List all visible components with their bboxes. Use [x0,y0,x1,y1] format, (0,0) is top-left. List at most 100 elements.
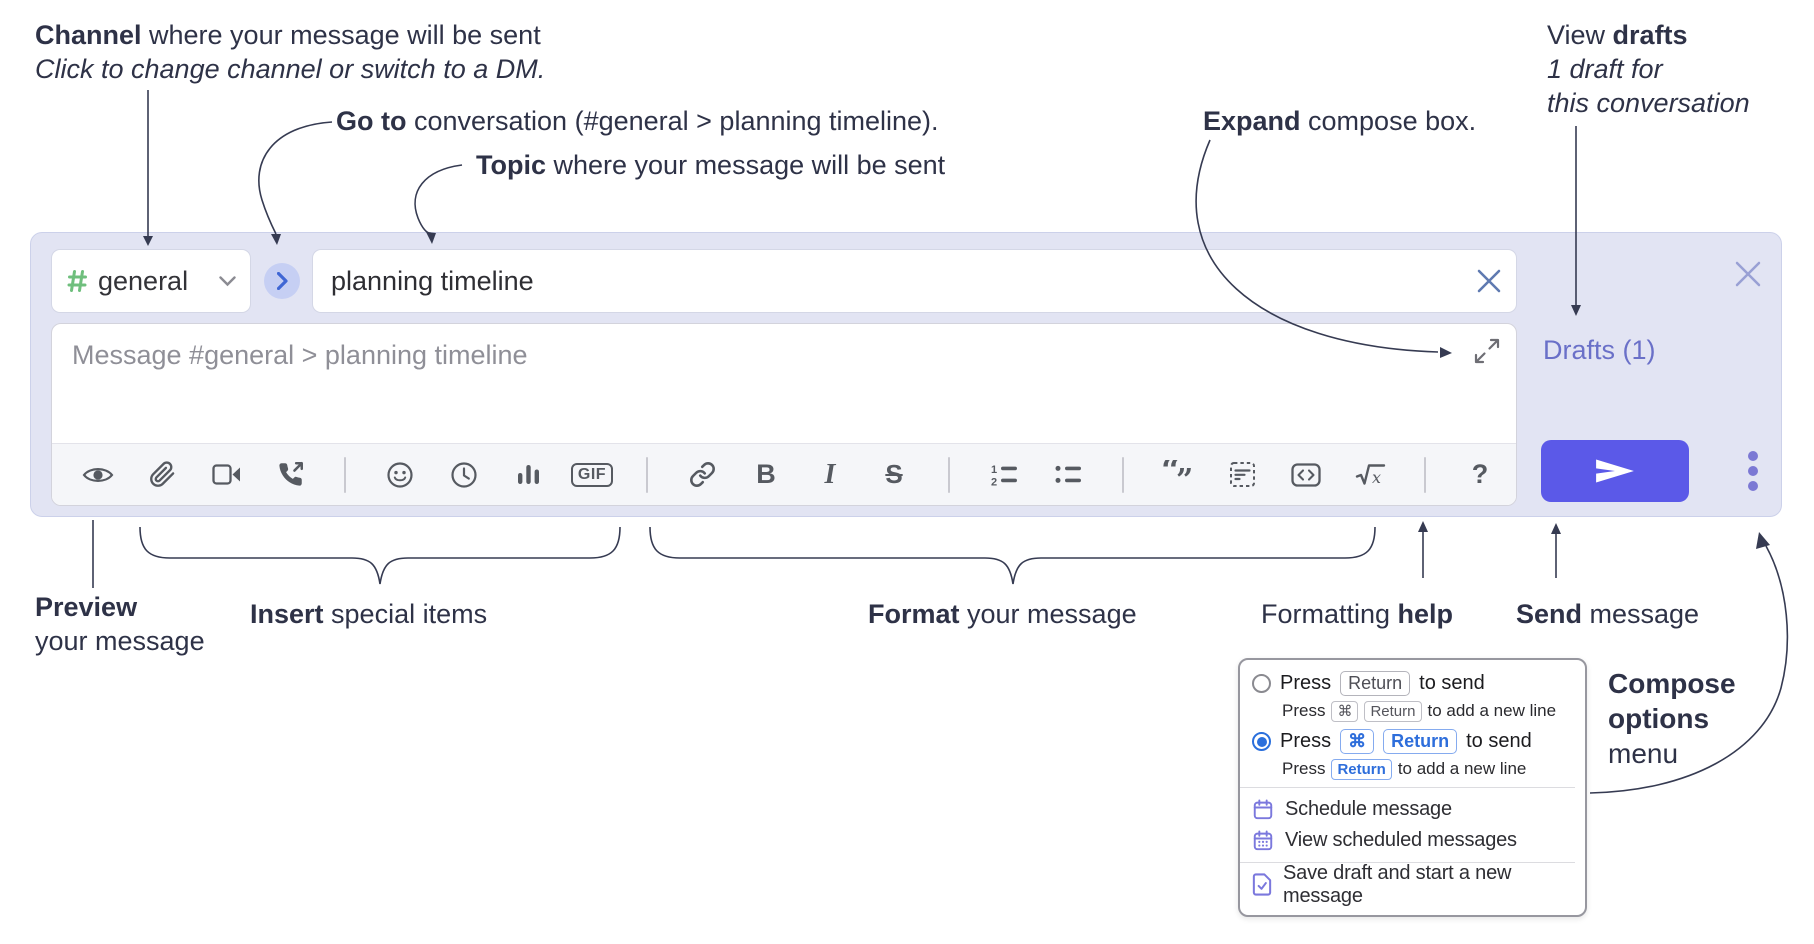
help-arrowhead [1418,521,1428,532]
radio-unselected[interactable] [1252,674,1271,693]
add-time-button[interactable] [434,452,494,498]
add-emoji-button[interactable] [370,452,430,498]
message-compose-area: Message #general > planning timeline [51,323,1517,506]
menu-item-label: View scheduled messages [1285,829,1517,851]
svg-text:1: 1 [991,464,997,476]
code-icon [1291,462,1321,487]
toolbar-divider [344,456,346,493]
expand-annotation: Expand compose box. [1203,106,1477,136]
toolbar-divider [1122,456,1124,493]
toolbar-divider [948,456,950,493]
menu-item-save-draft[interactable]: Save draft and start a new message [1252,862,1575,907]
vertical-ellipsis-icon [1748,451,1758,491]
message-formatting-help-button[interactable]: ? [1471,459,1489,489]
paperclip-icon [149,461,174,487]
channel-annotation-italic: Click to change channel or switch to a D… [35,54,546,84]
menu-item-view-scheduled[interactable]: View scheduled messages [1252,825,1575,856]
link-icon [689,462,715,487]
insert-annotation: Insert special items [250,599,488,629]
insert-link-button[interactable] [672,452,732,498]
option-text: Press [1280,672,1332,694]
radio-selected[interactable] [1252,732,1271,751]
clock-icon [451,461,477,488]
spoiler-button[interactable] [1212,452,1272,498]
calendar-list-icon [1253,830,1273,851]
math-button[interactable]: x [1340,452,1400,498]
preview-button[interactable] [68,452,128,498]
strikethrough-button[interactable]: S [885,459,903,489]
svg-text:”: ” [1176,463,1193,490]
numbered-list-button[interactable]: 1 2 [974,452,1034,498]
send-annotation: Send message [1516,599,1700,629]
hash-icon [67,270,87,292]
send-button[interactable] [1541,440,1689,502]
numbered-list-icon: 1 2 [991,464,1017,487]
math-latex-icon: x [1355,464,1385,487]
menu-item-schedule-message[interactable]: Schedule message [1252,794,1575,825]
topic-annotation: Topic where your message will be sent [476,150,946,180]
drafts-link[interactable]: Drafts (1) [1543,335,1656,365]
return-key-chip-blue: Return [1383,729,1458,754]
drafts-annotation: View drafts 1 draft for this conversatio… [1547,20,1750,118]
code-button[interactable] [1276,452,1336,498]
close-icon [1477,269,1501,293]
italic-button[interactable]: I [824,458,836,490]
insert-brace [139,526,621,585]
recipient-row: general planning timeline [51,249,1517,313]
compose-toolbar: GIF B I S 1 [52,443,1516,505]
toolbar-divider [646,456,648,493]
calendar-icon [1253,799,1273,820]
compose-box: general planning timeline M [30,232,1782,517]
formatting-help-annotation: Formatting help [1261,599,1454,629]
bulleted-list-button[interactable] [1038,452,1098,498]
clear-topic-button[interactable] [1476,268,1502,294]
message-input[interactable]: Message #general > planning timeline [72,340,528,370]
send-arrowhead [1551,523,1561,534]
return-key-chip: Return [1340,671,1411,696]
option-text: to send [1466,730,1532,752]
svg-text:x: x [1372,468,1381,487]
send-option-cmd-return[interactable]: Press ⌘ Return to send [1252,727,1575,756]
cmd-key-chip-blue: ⌘ [1340,729,1375,754]
channel-name: general [98,265,189,296]
menu-item-label: Schedule message [1285,798,1452,820]
attach-file-button[interactable] [132,452,192,498]
chevron-down-icon [219,275,236,287]
compose-options-annotation: Compose options menu [1608,668,1736,769]
compose-right-column: Drafts (1) [1517,249,1781,506]
topic-input[interactable]: planning timeline [312,249,1517,313]
compose-options-menu-button[interactable] [1747,450,1759,492]
bulleted-list-icon [1055,465,1081,483]
format-annotation: Format your message [868,599,1137,629]
quote-button[interactable]: “ ” [1148,452,1208,498]
send-option-cmd-return-subtext: Press Return to add a new line [1282,758,1527,780]
add-voice-call-button[interactable] [260,452,320,498]
compose-options-popup: Press Return to send Press ⌘ Return to a… [1238,658,1587,917]
expand-compose-button[interactable] [1474,338,1500,364]
close-compose-button[interactable] [1733,259,1763,289]
svg-text:“: “ [1161,460,1181,490]
send-option-return[interactable]: Press Return to send [1252,669,1575,698]
channel-annotation: Channel where your message will be sent … [35,18,545,86]
return-key-chip: Return [1364,700,1422,722]
quote-icon: “ ” [1161,460,1193,490]
channel-selector[interactable]: general [51,249,251,313]
preview-annotation: Preview your message [35,592,205,656]
add-video-call-button[interactable] [196,452,256,498]
option-text: to send [1419,672,1485,694]
topic-value: planning timeline [331,265,534,296]
chevron-right-icon [276,272,288,290]
phone-call-icon [278,462,303,486]
bold-button[interactable]: B [756,459,776,489]
add-gif-button[interactable]: GIF [562,452,622,498]
go-to-conversation-button[interactable] [264,263,300,299]
document-check-icon [1252,873,1272,896]
add-poll-button[interactable] [498,452,558,498]
video-camera-icon [211,464,240,485]
option-text: Press [1280,730,1332,752]
close-icon [1735,261,1761,287]
channel-annotation-rest: where your message will be sent [141,20,541,50]
bar-chart-icon [517,465,539,484]
compose-main-column: general planning timeline M [51,249,1517,506]
spoiler-icon [1229,462,1255,487]
